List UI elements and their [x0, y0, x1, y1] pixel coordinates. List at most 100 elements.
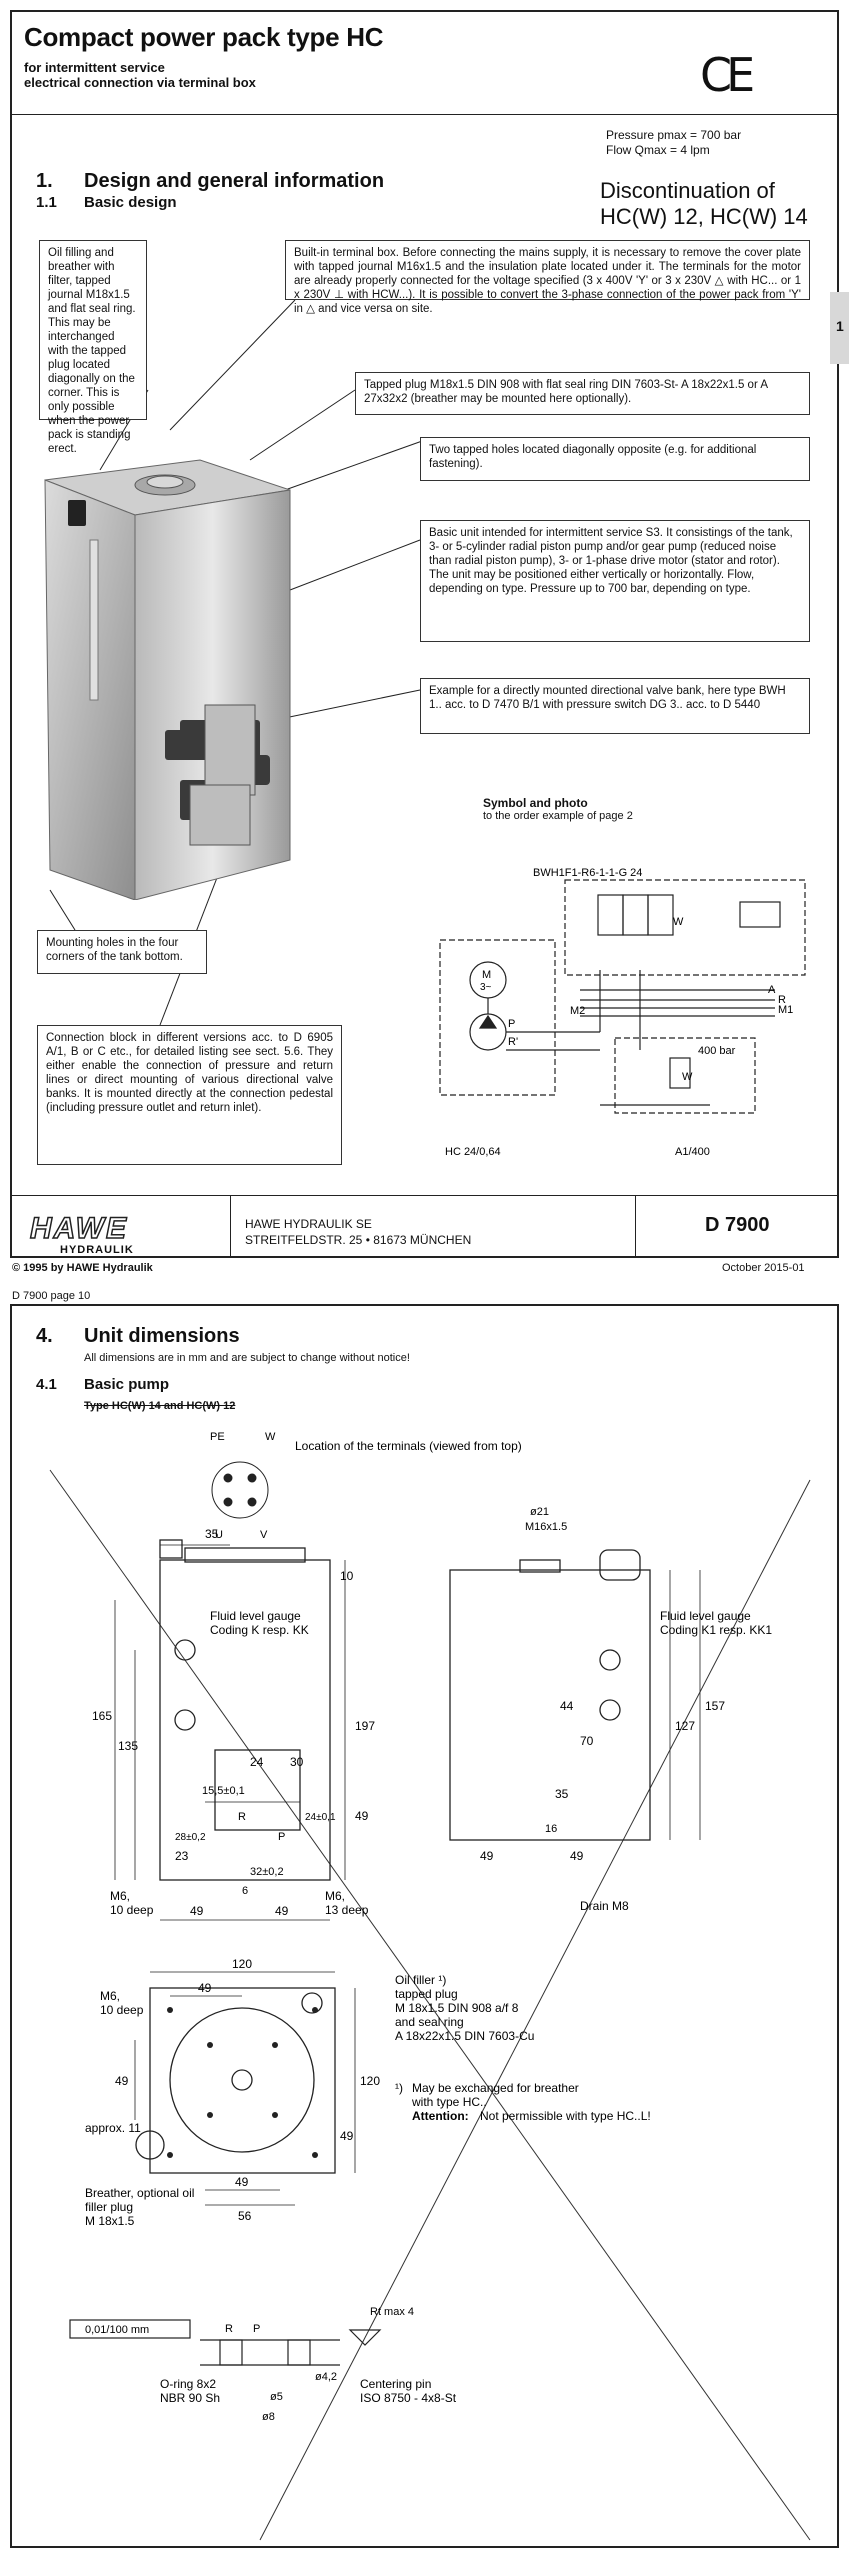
note-mounting-holes: Mounting holes in the four corners of th… [37, 930, 207, 974]
symbol-subtitle: to the order example of page 2 [483, 810, 633, 822]
fluid-gauge-left-2: Coding K resp. KK [210, 1623, 309, 1637]
dim-135: 135 [118, 1739, 138, 1753]
breather-label-1: Breather, optional oil [85, 2186, 194, 2200]
symbol-port-m2: M2 [570, 1005, 585, 1017]
footnote-line-1: May be exchanged for breather [412, 2081, 579, 2095]
symbol-motor-phase: 3~ [480, 982, 492, 993]
chapter-tab-number: 1 [836, 318, 844, 334]
dim-d8: ø8 [262, 2411, 275, 2423]
ce-mark-logo: CE [700, 48, 755, 102]
dim-49-v: 49 [355, 1809, 369, 1823]
note-tapped-holes: Two tapped holes located diagonally oppo… [420, 437, 810, 481]
dim-49-b: 49 [275, 1904, 289, 1918]
dim-d5: ø5 [270, 2391, 283, 2403]
note-tapped-plug: Tapped plug M18x1.5 DIN 908 with flat se… [355, 372, 810, 415]
dim-49-side-b: 49 [570, 1849, 584, 1863]
page-title: Compact power pack type HC [24, 22, 384, 52]
flatness-tolerance: 0,01/100 mm [85, 2324, 149, 2336]
fluid-gauge-left-1: Fluid level gauge [210, 1609, 301, 1623]
company-street: STREITFELDSTR. 25 • 81673 MÜNCHEN [245, 1233, 472, 1247]
dim-m16: M16x1.5 [525, 1521, 567, 1533]
discontinuation-notice: Discontinuation of HC(W) 12, HC(W) 14 [600, 178, 808, 230]
oring-label-1: O-ring 8x2 [160, 2377, 216, 2391]
symbol-valve-w: W [673, 916, 684, 928]
symbol-title: Symbol and photo [483, 796, 588, 810]
centering-pin-2: ISO 8750 - 4x8-St [360, 2391, 457, 2405]
section-note: All dimensions are in mm and are subject… [84, 1352, 410, 1364]
approx-11: approx. 11 [85, 2121, 141, 2135]
company-address: HAWE HYDRAULIK SE STREITFELDSTR. 25 • 81… [245, 1216, 471, 1248]
footnote-attention: Attention: [412, 2109, 469, 2123]
detail-port-p: P [253, 2323, 260, 2335]
dim-d4-2: ø4,2 [315, 2371, 337, 2383]
dim-197: 197 [355, 1719, 375, 1733]
terminals-caption: Location of the terminals (viewed from t… [295, 1439, 522, 1453]
fluid-gauge-right-2: Coding K1 resp. KK1 [660, 1623, 772, 1637]
dim-157: 157 [705, 1699, 725, 1713]
symbol-switch-w: W [682, 1071, 693, 1083]
dim-120-top-v: 120 [360, 2074, 380, 2088]
symbol-port-r: R [778, 994, 786, 1006]
hydraulic-symbol: BWH1F1-R6-1-1-G 24 A R M1 M2 P R' M 3~ 4… [439, 867, 806, 1158]
subsection-title: Basic design [84, 194, 177, 211]
dim-56: 56 [238, 2209, 252, 2223]
section-title: Design and general information [84, 170, 385, 192]
datasheet-page-1 [10, 10, 839, 1258]
document-date: October 2015-01 [722, 1262, 805, 1274]
company-name: HAWE HYDRAULIK SE [245, 1217, 372, 1231]
dim-49-top-h: 49 [235, 2175, 249, 2189]
detail-port-r: R [225, 2323, 233, 2335]
dim-49-a: 49 [190, 1904, 204, 1918]
dim-10: 10 [340, 1569, 354, 1583]
dim-6: 6 [242, 1885, 248, 1897]
dim-28: 28±0,2 [175, 1832, 206, 1843]
section-number: 1. [36, 170, 53, 192]
crossout-line-2 [259, 1479, 811, 2541]
page-header: D 7900 page 10 [12, 1290, 91, 1302]
dim-165: 165 [92, 1709, 112, 1723]
m6-right-label: M6, [325, 1889, 345, 1903]
terminal-v: V [260, 1529, 268, 1541]
pressure-line: Pressure pmax = 700 bar [606, 128, 742, 142]
subsection-number-4-1: 4.1 [36, 1376, 57, 1393]
oil-filler-5: A 18x22x1.5 DIN 7603-Cu [395, 2029, 534, 2043]
header-divider [12, 114, 837, 115]
roughness-rmax: Rt max 4 [370, 2306, 414, 2318]
discontinuation-line-1: Discontinuation of [600, 178, 775, 203]
subsection-number: 1.1 [36, 194, 57, 211]
symbol-pressure-setting: 400 bar [698, 1045, 736, 1057]
drain-label: Drain M8 [580, 1899, 629, 1913]
type-label: Type HC(W) 14 and HC(W) 12 [84, 1400, 236, 1412]
dim-32: 32±0,2 [250, 1866, 284, 1878]
power-pack-photo [44, 459, 291, 900]
m6-left-depth: 10 deep [110, 1903, 154, 1917]
discontinuation-line-2: HC(W) 12, HC(W) 14 [600, 204, 808, 229]
section-title-unit-dimensions: Unit dimensions [84, 1325, 240, 1347]
dim-49-top-v2: 49 [340, 2129, 354, 2143]
symbol-port-r-prime: R' [508, 1036, 518, 1048]
symbol-port-m1: M1 [778, 1004, 793, 1016]
terminal-w: W [265, 1431, 276, 1443]
breather-label-3: M 18x1.5 [85, 2214, 135, 2228]
breather-label-2: filler plug [85, 2200, 133, 2214]
oil-filler-2: tapped plug [395, 1987, 458, 2001]
hawe-logo: HAWE [29, 1211, 128, 1246]
hawe-logo-subtitle: HYDRAULIK [60, 1244, 134, 1256]
terminal-pe: PE [210, 1431, 225, 1443]
symbol-port-a: A [768, 984, 776, 996]
symbol-port-p: P [508, 1018, 515, 1030]
m6-right-depth: 13 deep [325, 1903, 369, 1917]
note-terminal-box: Built-in terminal box. Before connecting… [285, 240, 810, 315]
dimension-drawing: W PE U V Location of the terminals (view… [49, 1431, 811, 2541]
port-r-front: R [238, 1811, 246, 1823]
symbol-motor-label: M [482, 969, 491, 981]
oil-filler-1: Oil filler ¹) [395, 1973, 446, 1987]
dim-24-tol: 24±0,1 [305, 1812, 336, 1823]
dim-49-side-a: 49 [480, 1849, 494, 1863]
footer-divider [12, 1195, 837, 1196]
oil-filler-3: M 18x1.5 DIN 908 a/f 8 [395, 2001, 519, 2015]
footnote-line-2: with type HC.. [411, 2095, 487, 2109]
note-valve-bank: Example for a directly mounted direction… [420, 678, 810, 734]
note-basic-unit: Basic unit intended for intermittent ser… [420, 520, 810, 642]
dim-30: 30 [290, 1755, 304, 1769]
